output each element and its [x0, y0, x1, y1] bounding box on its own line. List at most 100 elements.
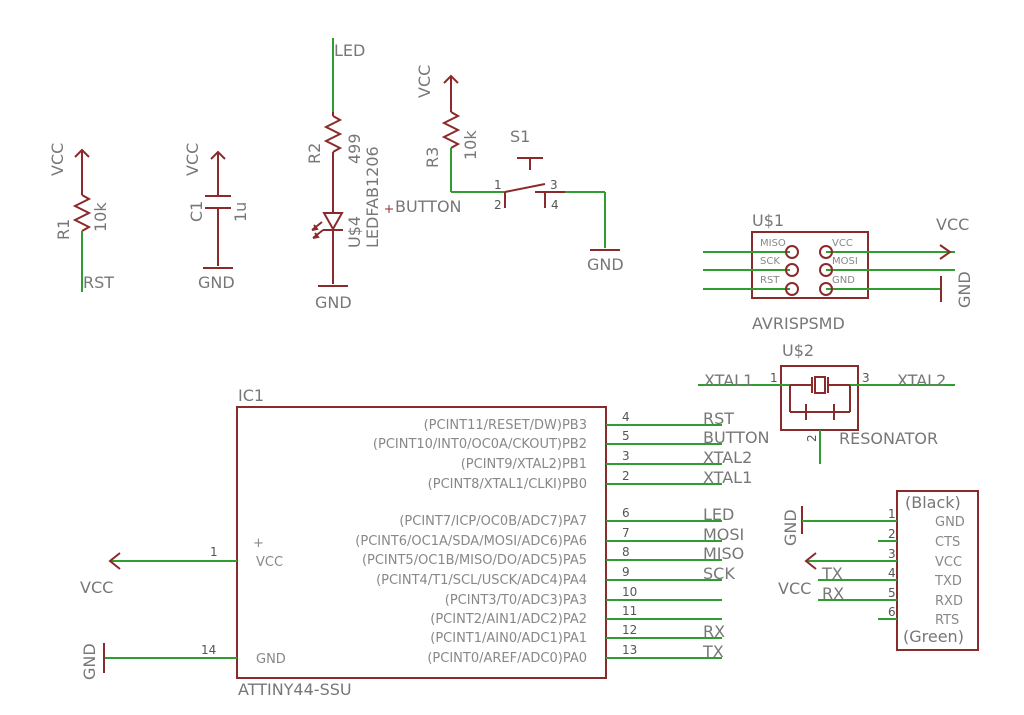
resonator-name-label: U$2 — [782, 341, 814, 360]
resistor-r2[interactable] — [323, 38, 343, 212]
u4-value-label: LEDFAB1206 — [363, 146, 382, 248]
ic-vcc-net-label: VCC — [80, 578, 113, 597]
ftdi-pin-label: GND — [935, 515, 965, 530]
ic-value-label: ATTINY44-SSU — [238, 680, 352, 699]
ic-pin-label: (PCINT1/AIN0/ADC1)PA1 — [430, 631, 587, 646]
ic-gnd-net-label: GND — [80, 643, 99, 680]
c1-gnd-label: GND — [198, 273, 235, 292]
isp-value-label: AVRISPSMD — [752, 314, 845, 333]
ic-pin-label: (PCINT3/T0/ADC3)PA3 — [445, 593, 587, 608]
ic-pin-net: MOSI — [703, 525, 744, 544]
resonator-pin2: 2 — [805, 434, 819, 442]
ftdi-pin-label: VCC — [935, 555, 962, 570]
r3-name-label: R3 — [423, 147, 442, 168]
s1-pin3-label: 3 — [550, 178, 558, 192]
r1-rst-net-label: RST — [83, 273, 114, 292]
ftdi-pin-number: 2 — [888, 527, 896, 541]
r3-value-label: 10k — [461, 130, 480, 160]
ftdi-pin-number: 5 — [888, 586, 896, 600]
resonator-xtal2-label: XTAL2 — [897, 371, 946, 390]
resistor-r3[interactable] — [441, 74, 505, 193]
isp-header-u1[interactable] — [703, 231, 955, 302]
isp-pin-mosi: MOSI — [832, 256, 858, 267]
ftdi-bottom-label: (Green) — [903, 627, 964, 646]
ic-attiny44[interactable] — [103, 406, 607, 679]
ftdi-pin-number: 1 — [888, 507, 896, 521]
ic-pin-number: 9 — [622, 565, 630, 579]
isp-gnd-label: GND — [955, 271, 974, 308]
ftdi-pin-label: RXD — [935, 594, 963, 609]
ic-pin-label: (PCINT4/T1/SCL/USCK/ADC4)PA4 — [376, 573, 587, 588]
isp-pin-miso: MISO — [760, 238, 786, 249]
ftdi-pin-label: TXD — [934, 574, 962, 589]
ic-pin-net: BUTTON — [703, 428, 770, 447]
r1-name-label: R1 — [54, 219, 73, 240]
ic-pin-label: (PCINT2/AIN1/ADC2)PA2 — [430, 612, 587, 627]
ic-pin-number: 10 — [622, 585, 637, 599]
s1-pin4-label: 4 — [551, 198, 559, 212]
c1-value-label: 1u — [231, 202, 250, 222]
ic-pin-number: 13 — [622, 643, 637, 657]
c1-name-label: C1 — [187, 201, 206, 222]
capacitor-c1[interactable] — [203, 150, 233, 269]
ic-name-label: IC1 — [238, 386, 264, 405]
isp-pin-sck: SCK — [760, 256, 780, 267]
led-net-label: LED — [334, 41, 365, 60]
ic-pin-net: XTAL2 — [703, 448, 752, 467]
switch-s1[interactable] — [504, 157, 620, 251]
isp-name-label: U$1 — [752, 211, 784, 230]
ic-pin-label: (PCINT10/INT0/OC0A/CKOUT)PB2 — [373, 437, 587, 452]
ic-pin-label: (PCINT11/RESET/DW)PB3 — [424, 418, 587, 433]
ic-pin-label: (PCINT9/XTAL2)PB1 — [461, 457, 587, 472]
ic-pin-number: 3 — [622, 449, 630, 463]
ftdi-rx-net-label: RX — [822, 584, 844, 603]
s1-pin1-label: 1 — [494, 178, 502, 192]
ic-pin-label: (PCINT5/OC1B/MISO/DO/ADC5)PA5 — [362, 553, 587, 568]
r1-vcc-label: VCC — [48, 143, 67, 176]
ftdi-gnd-net-label: GND — [781, 509, 800, 546]
ic-pin-number: 11 — [622, 604, 637, 618]
ic-pin-number: 4 — [622, 410, 630, 424]
resistor-r1[interactable] — [72, 148, 92, 292]
c1-vcc-label: VCC — [183, 143, 202, 176]
ftdi-vcc-net-label: VCC — [778, 579, 811, 598]
ftdi-tx-net-label: TX — [821, 564, 843, 583]
u4-name-label: U$4 — [345, 216, 364, 248]
resonator-u2[interactable] — [698, 365, 955, 464]
ic-gnd-pin-num: 14 — [201, 643, 216, 657]
ic-pin-label: (PCINT7/ICP/OC0B/ADC7)PA7 — [399, 514, 587, 529]
resonator-pin1: 1 — [770, 371, 778, 385]
ftdi-header[interactable] — [801, 490, 979, 651]
resonator-pin3: 3 — [862, 371, 870, 385]
ic-pin-number: 12 — [622, 623, 637, 637]
isp-vcc-label: VCC — [936, 215, 969, 234]
ftdi-pin-number: 3 — [888, 547, 896, 561]
s1-name-label: S1 — [510, 127, 530, 146]
isp-pin-gnd: GND — [832, 275, 855, 286]
ftdi-pin-number: 6 — [888, 605, 896, 619]
ftdi-pin-label: RTS — [935, 613, 959, 628]
ic-plus-mark: + — [253, 536, 264, 551]
ftdi-top-label: (Black) — [905, 493, 961, 512]
ic-gnd-pin-label: GND — [256, 652, 286, 667]
ftdi-pin-number: 4 — [888, 566, 896, 580]
resonator-value-label: RESONATOR — [839, 429, 938, 448]
ic-pin-label: (PCINT8/XTAL1/CLKI)PB0 — [428, 477, 587, 492]
r2-name-label: R2 — [305, 143, 324, 164]
ic-pin-number: 5 — [622, 429, 630, 443]
ic-pin-net: SCK — [703, 564, 735, 583]
ic-pin-number: 7 — [622, 526, 630, 540]
ic-pin-net: XTAL1 — [703, 468, 752, 487]
r1-value-label: 10k — [91, 202, 110, 232]
ic-vcc-pin-label: VCC — [256, 555, 283, 570]
isp-pin-vcc: VCC — [832, 238, 853, 249]
ic-vcc-pin-num: 1 — [210, 545, 218, 559]
r3-vcc-label: VCC — [415, 65, 434, 98]
s1-pin2-label: 2 — [494, 198, 502, 212]
ftdi-pin-label: CTS — [935, 535, 960, 550]
led-u4[interactable] — [311, 212, 348, 287]
ic-pin-number: 8 — [622, 545, 630, 559]
ic-pin-number: 2 — [622, 469, 630, 483]
